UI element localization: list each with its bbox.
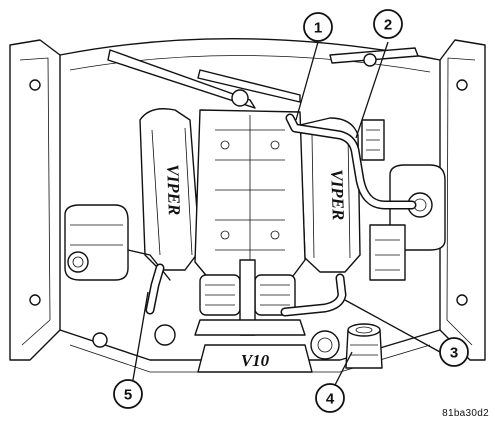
left-valve-cover: VIPER <box>139 108 201 271</box>
callout-4: 4 <box>315 383 345 413</box>
svg-text:4: 4 <box>326 391 335 408</box>
intake-label: V10 <box>241 351 270 370</box>
right-valve-cover: VIPER <box>299 117 361 273</box>
hose-3 <box>280 273 347 317</box>
coolant-reservoir <box>64 204 171 281</box>
svg-text:1: 1 <box>314 20 322 37</box>
front-accessories <box>92 324 340 360</box>
intake-badge: V10 <box>197 344 313 373</box>
oil-filter <box>345 323 383 369</box>
svg-text:3: 3 <box>450 345 458 362</box>
callout-5: 5 <box>113 379 143 409</box>
figure-id-code: 81ba30d2 <box>442 408 489 419</box>
svg-text:2: 2 <box>384 17 392 34</box>
hose-5 <box>145 263 165 315</box>
callout-3: 3 <box>439 337 469 367</box>
right-side-components <box>361 119 446 281</box>
svg-text:5: 5 <box>124 387 132 404</box>
leader-lines <box>132 41 441 386</box>
right-cover-label: VIPER <box>327 169 348 221</box>
cowl-wipers <box>107 47 419 109</box>
callout-1: 1 <box>303 12 333 42</box>
throttle-bodies <box>194 259 306 336</box>
intake-plenum <box>194 109 306 281</box>
left-cover-label: VIPER <box>163 164 184 216</box>
hose-1 <box>285 113 417 210</box>
callout-2: 2 <box>373 9 403 39</box>
